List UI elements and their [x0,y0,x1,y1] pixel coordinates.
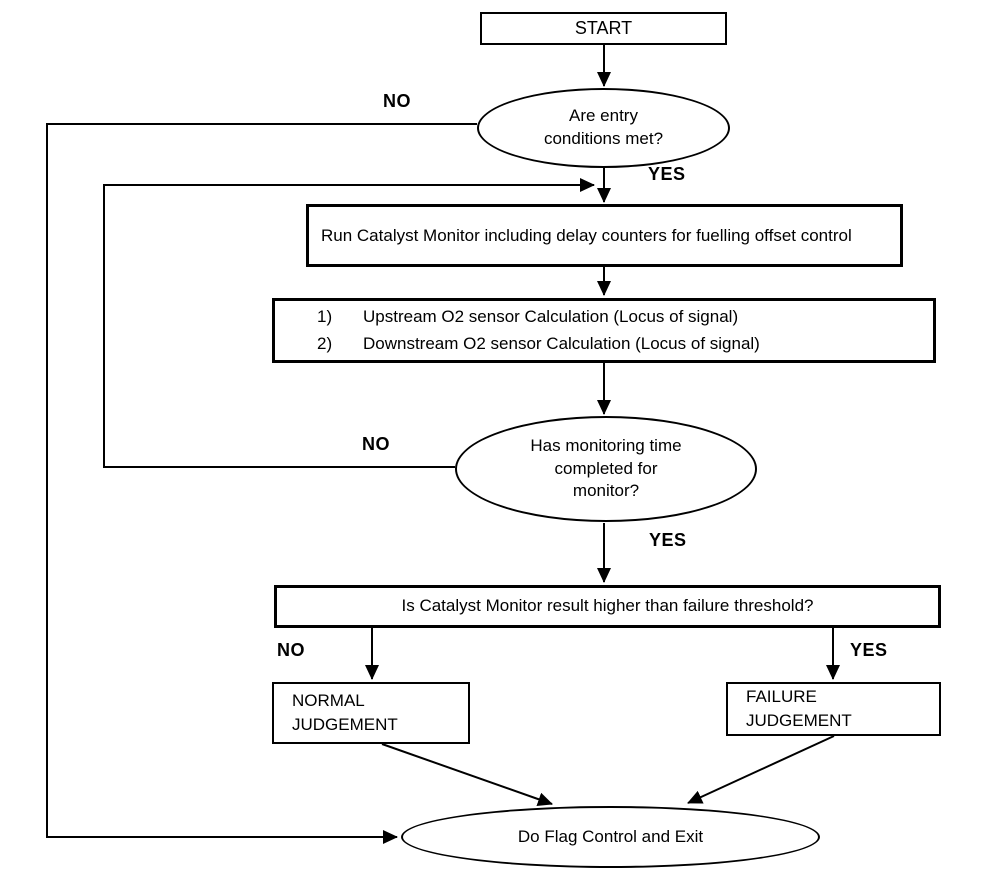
monitoring-yes-label: YES [649,530,687,550]
normal-judgement-label: NORMAL JUDGEMENT [292,691,398,734]
threshold-no-label: NO [277,640,305,660]
edge-failure-to-exit [687,735,835,804]
failure-judgement-box: FAILURE JUDGEMENT [726,682,941,736]
failure-judgement-label: FAILURE JUDGEMENT [746,687,852,730]
calc-step-1: 1) Upstream O2 sensor Calculation (Locus… [275,304,933,330]
threshold-yes-label: YES [850,640,888,660]
start-label: START [574,18,633,39]
monitoring-decision-label: Has monitoring time completed for monito… [530,435,682,501]
exit-ellipse: Do Flag Control and Exit [401,806,820,868]
calc-step-2-number: 2) [317,333,333,353]
normal-judgement-box: NORMAL JUDGEMENT [272,682,470,744]
edge-normal-to-exit [381,743,553,806]
start-node: START [480,12,727,45]
threshold-decision-label: Is Catalyst Monitor result higher than f… [401,596,814,616]
entry-no-label: NO [383,91,411,111]
calc-step-2: 2) Downstream O2 sensor Calculation (Loc… [275,331,933,357]
run-monitor-label: Run Catalyst Monitor including delay cou… [321,225,852,245]
threshold-decision-box: Is Catalyst Monitor result higher than f… [274,585,941,628]
entry-yes-label: YES [648,164,686,184]
exit-label: Do Flag Control and Exit [517,826,704,846]
monitoring-decision-ellipse: Has monitoring time completed for monito… [455,416,757,522]
entry-decision-label: Are entry conditions met? [543,106,664,148]
run-monitor-box: Run Catalyst Monitor including delay cou… [306,204,903,267]
calc-list: 1) Upstream O2 sensor Calculation (Locus… [275,304,933,357]
calc-step-1-number: 1) [317,307,333,327]
edge-monitoring-no-loop-to-run-monitor [103,178,595,468]
calc-step-2-label: Downstream O2 sensor Calculation (Locus … [363,333,760,353]
entry-decision-ellipse: Are entry conditions met? [477,88,730,168]
edge-entry-no-loop-to-exit [46,123,477,844]
monitoring-no-label: NO [362,434,390,454]
calc-step-1-label: Upstream O2 sensor Calculation (Locus of… [363,307,739,327]
calc-box: 1) Upstream O2 sensor Calculation (Locus… [272,298,936,363]
